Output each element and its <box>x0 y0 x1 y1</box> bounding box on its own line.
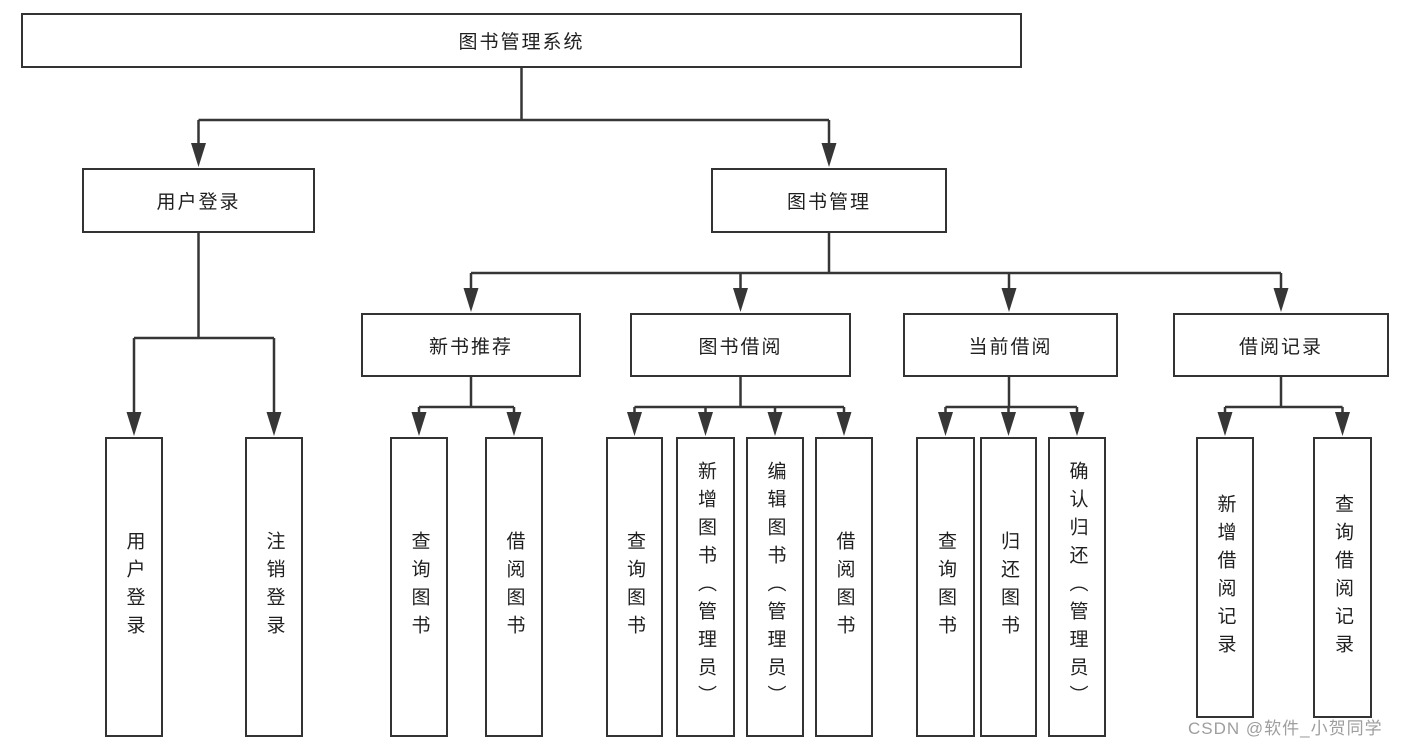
leaf-confirm-return-admin: 确认归还（管理员） <box>1048 437 1106 737</box>
leaf-query-borrow-record: 查询借阅记录 <box>1313 437 1372 718</box>
leaf-add-book-admin: 新增图书（管理员） <box>676 437 735 737</box>
leaf-return-book: 归还图书 <box>980 437 1037 737</box>
node-current-borrowing: 当前借阅 <box>903 313 1118 377</box>
leaf-query-books-borrowing: 查询图书 <box>606 437 663 737</box>
leaf-user-login: 用户登录 <box>105 437 163 737</box>
node-new-book-recommend: 新书推荐 <box>361 313 581 377</box>
leaf-edit-book-admin: 编辑图书（管理员） <box>746 437 804 737</box>
node-borrowing-records: 借阅记录 <box>1173 313 1389 377</box>
csdn-watermark: CSDN @软件_小贺同学 <box>1188 719 1383 738</box>
arrowheads <box>126 143 1350 436</box>
leaf-borrow-books-borrowing: 借阅图书 <box>815 437 873 737</box>
node-root-library-system: 图书管理系统 <box>21 13 1022 68</box>
leaf-add-borrow-record: 新增借阅记录 <box>1196 437 1254 718</box>
node-user-login: 用户登录 <box>82 168 315 233</box>
node-book-borrowing: 图书借阅 <box>630 313 851 377</box>
leaf-query-books-recommend: 查询图书 <box>390 437 448 737</box>
leaf-query-books-current: 查询图书 <box>916 437 975 737</box>
leaf-borrow-books-recommend: 借阅图书 <box>485 437 543 737</box>
node-book-management: 图书管理 <box>711 168 947 233</box>
leaf-logout: 注销登录 <box>245 437 303 737</box>
